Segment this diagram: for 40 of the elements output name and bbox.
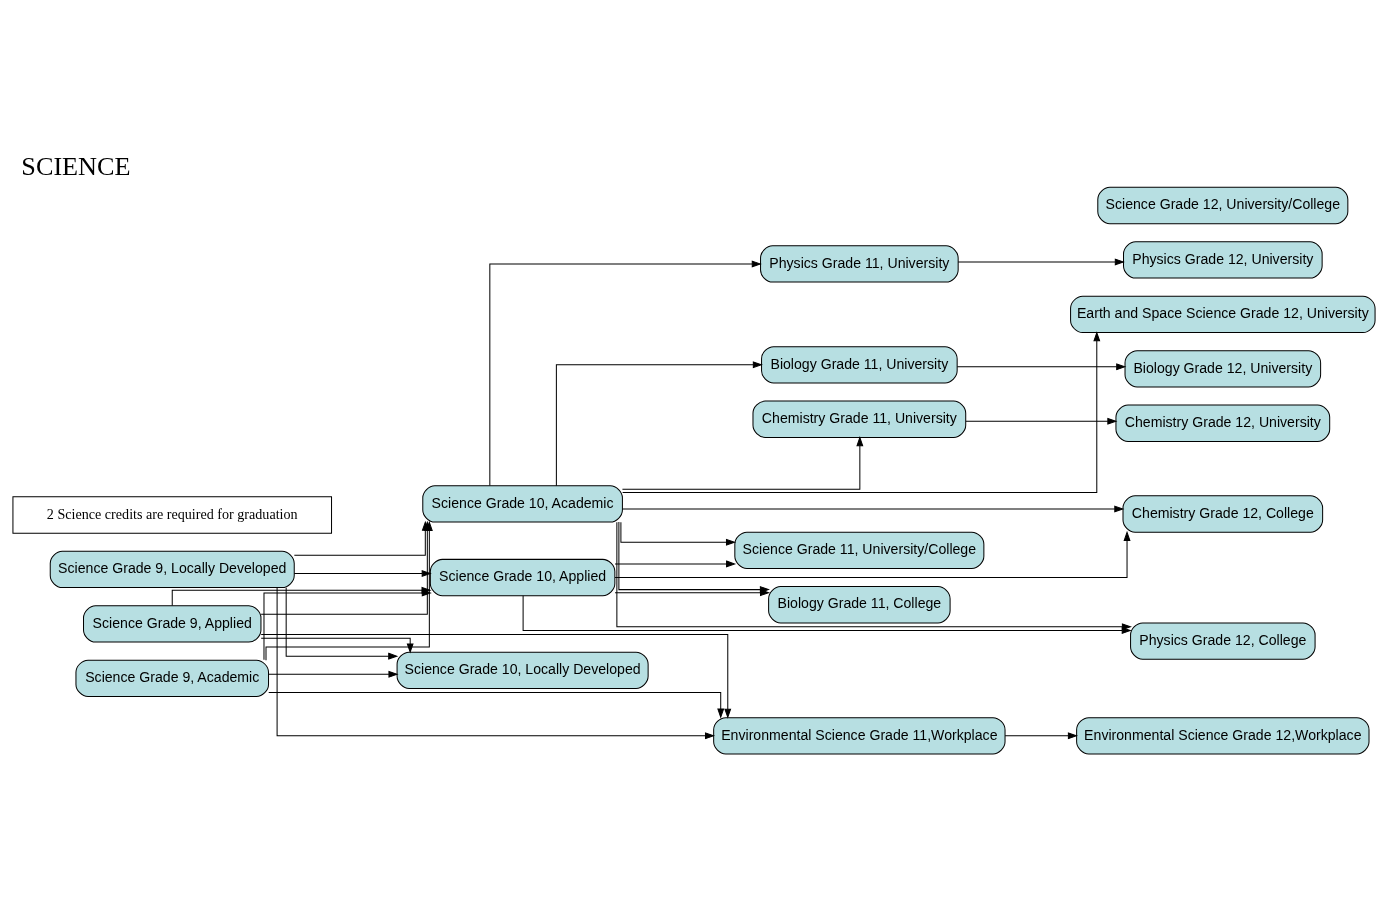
node-box: Science Grade 10, Academic (422, 484, 623, 523)
node-box: Science Grade 11, University/College (734, 531, 985, 569)
diagram-title: SCIENCE (21, 151, 131, 181)
node-box: Physics Grade 12, College (1130, 621, 1316, 660)
node-box: Science Grade 10, Applied (429, 558, 616, 596)
node-box: Environmental Science Grade 11,Workplace (713, 716, 1006, 754)
arrow (614, 588, 771, 596)
node-box: Physics Grade 11, University (760, 244, 959, 283)
arrow (965, 417, 1118, 425)
node-box: Biology Grade 12, University (1124, 349, 1322, 387)
node-box: Biology Grade 11, College (768, 585, 951, 623)
node-box: Science Grade 9, Applied (83, 604, 262, 643)
node-box: Science Grade 9, Academic (75, 659, 270, 697)
arrow (622, 504, 1125, 512)
arrow (489, 259, 762, 486)
arrow (260, 637, 414, 654)
arrow (621, 435, 864, 490)
node-box: Science Grade 12, University/College (1097, 186, 1349, 224)
arrow (293, 569, 432, 577)
arrow (260, 633, 732, 719)
node-box: Chemistry Grade 12, College (1122, 494, 1324, 533)
node-box: Physics Grade 12, University (1123, 240, 1323, 279)
arrow (268, 670, 399, 678)
node-box: Biology Grade 11, University (761, 345, 958, 383)
arrow (555, 360, 763, 486)
arrow (622, 330, 1101, 493)
arrow (956, 362, 1127, 370)
arrow (620, 521, 737, 546)
arrow (614, 559, 737, 567)
node-box: Chemistry Grade 12, University (1115, 404, 1331, 442)
node-box: Science Grade 9, Locally Developed (49, 550, 295, 588)
arrow (285, 586, 399, 660)
node-box: Environmental Science Grade 12,Workplace (1076, 716, 1370, 754)
node-box: Chemistry Grade 11, University (752, 400, 967, 438)
arrow (268, 691, 725, 719)
arrow (1004, 731, 1078, 739)
node-box: 2 Science credits are required for graduation (12, 495, 333, 534)
node-box: Science Grade 10, Locally Developed (396, 651, 649, 689)
arrow (957, 257, 1125, 265)
node-box: Earth and Space Science Grade 12, University (1070, 295, 1376, 333)
